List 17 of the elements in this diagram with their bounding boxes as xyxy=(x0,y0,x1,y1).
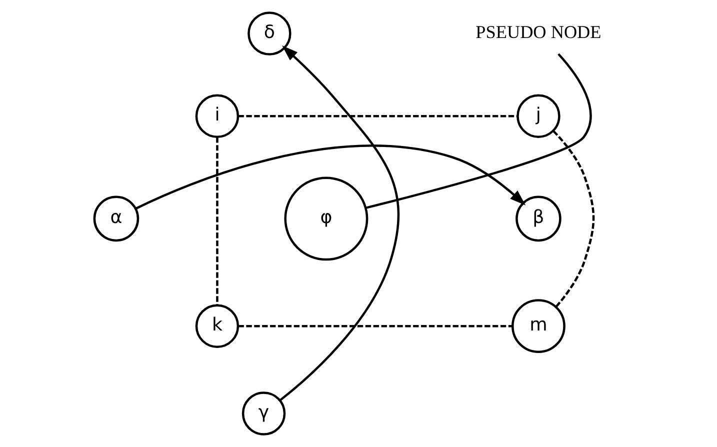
node-circle: γ xyxy=(242,392,286,436)
connector xyxy=(238,114,518,118)
node-circle: β xyxy=(516,196,562,242)
node-circle: α xyxy=(93,196,140,242)
arrow xyxy=(135,144,526,210)
connector xyxy=(366,53,592,209)
connector xyxy=(216,137,218,306)
node-circle: i xyxy=(195,94,240,138)
node-text: PSEUDO NODE xyxy=(476,22,602,42)
connector xyxy=(238,324,513,328)
node-circle: δ xyxy=(248,12,292,56)
node-circle: k xyxy=(195,304,240,348)
node-circle: m xyxy=(512,299,566,354)
connector xyxy=(552,130,595,308)
node-circle: j xyxy=(516,94,560,138)
node-circle: φ xyxy=(284,176,368,261)
arrow xyxy=(279,46,400,402)
